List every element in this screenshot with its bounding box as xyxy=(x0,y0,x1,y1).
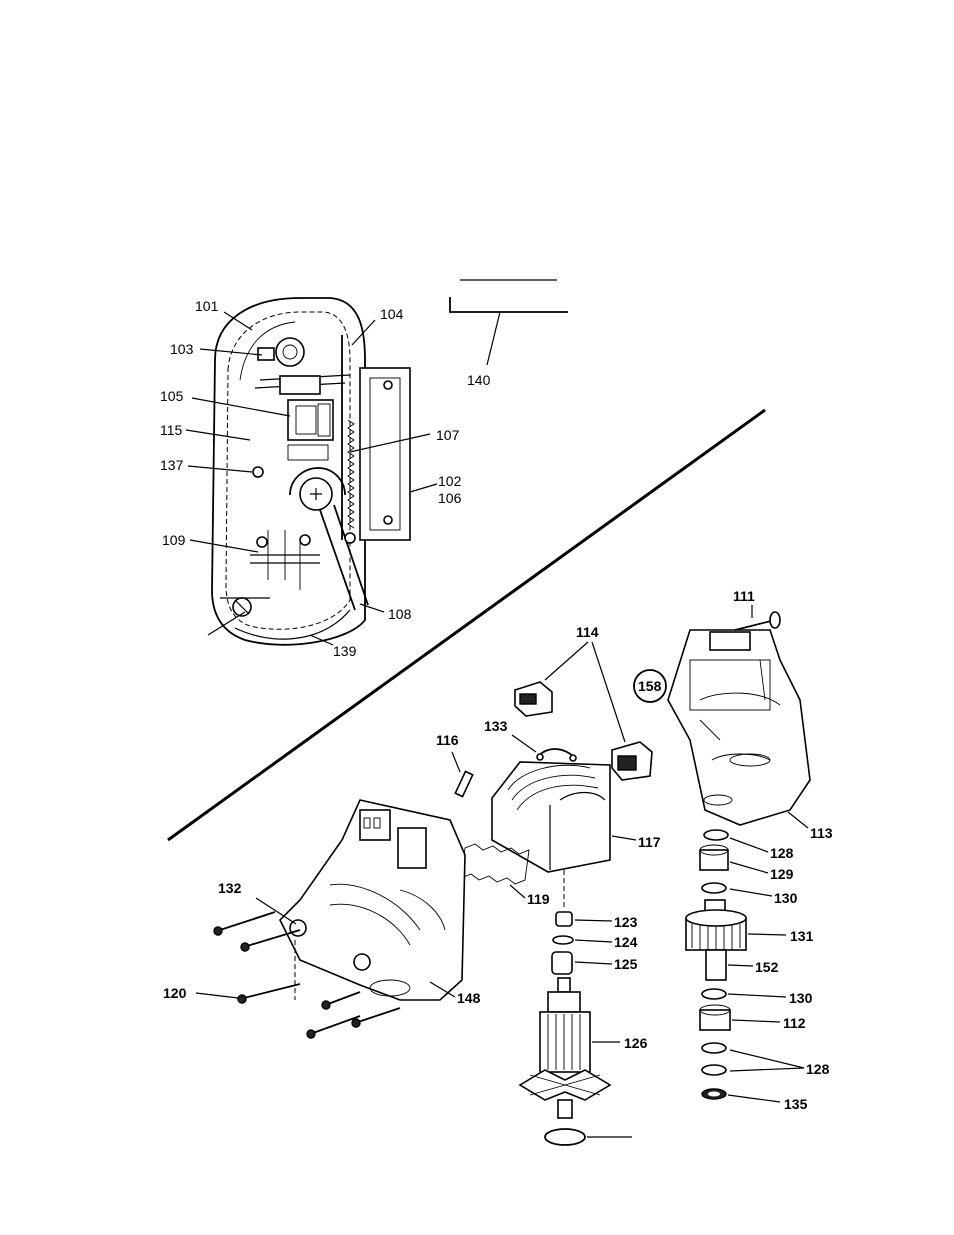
callout-116: 116 xyxy=(436,732,459,748)
callout-111: 111 xyxy=(733,588,755,604)
callout-137: 137 xyxy=(160,457,184,473)
callout-131: 131 xyxy=(790,928,814,944)
callout-102: 102 xyxy=(438,473,462,489)
brush-114-b xyxy=(612,742,652,780)
callout-128b: 128 xyxy=(806,1061,830,1077)
callout-103: 103 xyxy=(170,341,194,357)
ring-130-bottom xyxy=(702,989,726,999)
callout-119: 119 xyxy=(527,891,550,907)
callout-112: 112 xyxy=(783,1015,806,1031)
callout-129: 129 xyxy=(770,866,794,882)
washer-128-top xyxy=(704,830,728,840)
callout-152: 152 xyxy=(755,959,779,975)
callout-117: 117 xyxy=(638,834,661,850)
callout-126: 126 xyxy=(624,1035,648,1051)
callout-106: 106 xyxy=(438,490,462,506)
callout-101: 101 xyxy=(195,298,219,314)
callout-109: 109 xyxy=(162,532,186,548)
callout-132: 132 xyxy=(218,880,242,896)
callout-148: 148 xyxy=(457,990,481,1006)
callout-140: 140 xyxy=(467,372,491,388)
callout-158: 158 xyxy=(638,678,662,694)
callout-124: 124 xyxy=(614,934,638,950)
callout-115: 115 xyxy=(160,422,183,438)
callout-120: 120 xyxy=(163,985,187,1001)
callout-130b: 130 xyxy=(789,990,813,1006)
callout-128a: 128 xyxy=(770,845,794,861)
bearing-123 xyxy=(556,912,572,926)
callout-105: 105 xyxy=(160,388,184,404)
ring-130-top xyxy=(702,883,726,893)
callout-108: 108 xyxy=(388,606,412,622)
callout-104: 104 xyxy=(380,306,404,322)
washer-124 xyxy=(553,936,573,944)
callout-125: 125 xyxy=(614,956,638,972)
callout-133: 133 xyxy=(484,718,508,734)
bearing-129 xyxy=(700,850,728,870)
callout-135: 135 xyxy=(784,1096,808,1112)
bearing-125 xyxy=(552,952,572,974)
callout-123: 123 xyxy=(614,914,638,930)
callout-114: 114 xyxy=(576,624,599,640)
callout-113: 113 xyxy=(810,825,833,841)
callout-107: 107 xyxy=(436,427,460,443)
callout-139: 139 xyxy=(333,643,357,659)
callout-130a: 130 xyxy=(774,890,798,906)
